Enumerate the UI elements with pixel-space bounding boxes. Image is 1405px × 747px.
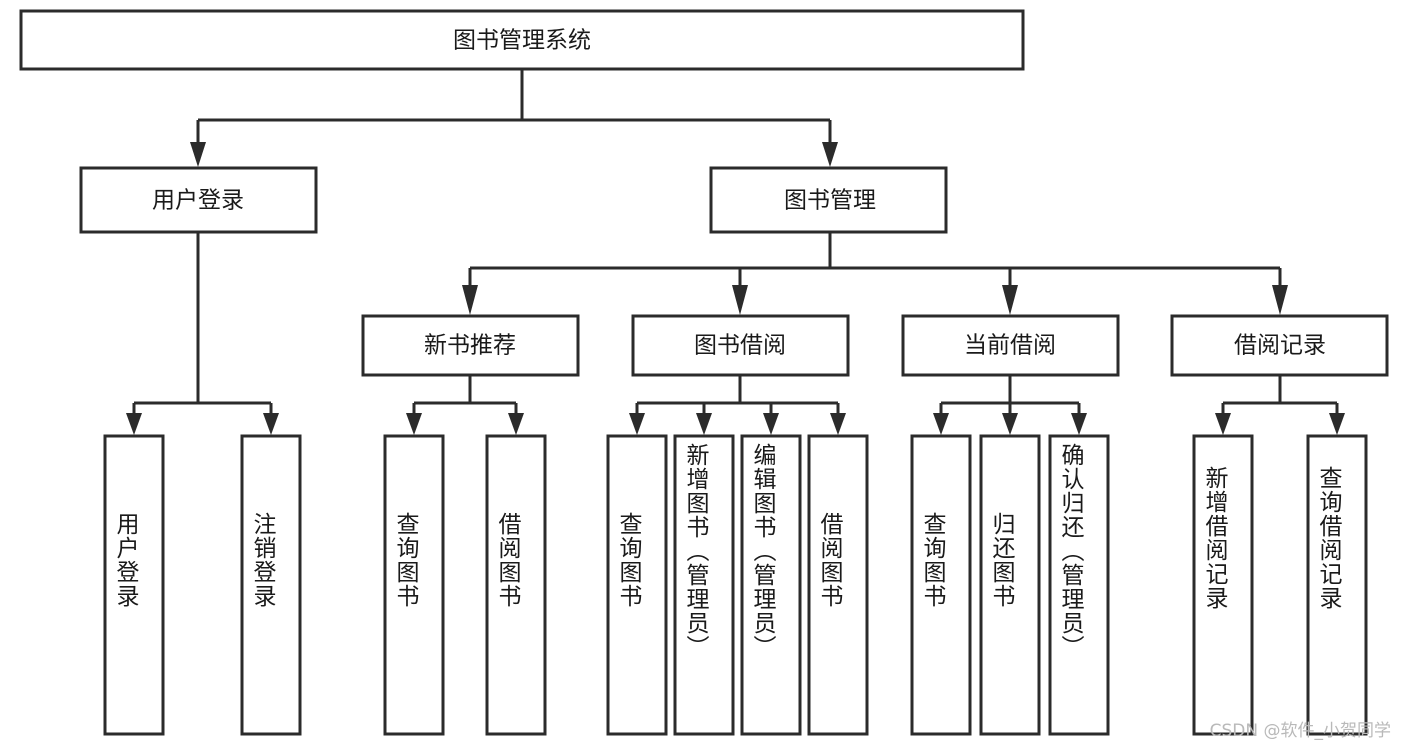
arrow-head-leaf-add-record: [1215, 413, 1231, 435]
arrow-head-current-borrow: [1002, 285, 1018, 315]
node-current-borrow[interactable]: 当前借阅: [901, 314, 1120, 377]
arrow-head-leaf-add-book: [696, 413, 712, 435]
leaf-add-record-box[interactable]: [1192, 434, 1254, 736]
leaf-borrow-book-1[interactable]: 借阅图书: [485, 434, 547, 736]
leaf-edit-book-label: 编辑图书（管理员）: [749, 443, 777, 659]
leaf-add-book-box[interactable]: [673, 434, 735, 736]
node-user-login[interactable]: 用户登录: [79, 166, 318, 234]
node-user-login-label: 用户登录: [152, 188, 244, 214]
arrow-head-new-book-recommend: [462, 285, 478, 315]
leaf-user-login-box[interactable]: [103, 434, 165, 736]
leaf-query-book-2[interactable]: 查询图书: [606, 434, 668, 736]
leaf-edit-book[interactable]: 编辑图书（管理员）: [740, 434, 802, 736]
node-book-manage-label: 图书管理: [784, 188, 876, 214]
arrow-head-leaf-confirm-return: [1071, 413, 1087, 435]
leaf-add-book[interactable]: 新增图书（管理员）: [673, 434, 735, 736]
leaf-logout-login[interactable]: 注销登录: [240, 434, 302, 736]
leaf-query-book-1-box[interactable]: [383, 434, 445, 736]
node-book-borrow-box[interactable]: [631, 314, 850, 377]
arrow-head-leaf-return-book: [1002, 413, 1018, 435]
connector-group-root-to-level2: [190, 69, 838, 167]
node-new-book-recommend-box[interactable]: [361, 314, 580, 377]
arrow-head-leaf-logout-login: [263, 413, 279, 435]
leaf-query-book-1-label: 查询图书: [392, 512, 420, 608]
connector-group-user-login-to-leaves: [126, 232, 279, 435]
arrow-head-leaf-user-login: [126, 413, 142, 435]
leaf-add-record-label: 新增借阅记录: [1201, 466, 1229, 610]
leaf-add-record[interactable]: 新增借阅记录: [1192, 434, 1254, 736]
arrow-head-leaf-query-record: [1329, 413, 1345, 435]
connector-group-new-book-to-leaves: [406, 375, 524, 435]
leaf-query-book-3-label: 查询图书: [919, 512, 947, 608]
connector-group-current-borrow-to-leaves: [933, 375, 1087, 435]
arrow-head-leaf-query-book-3: [933, 413, 949, 435]
arrow-head-leaf-query-book-1: [406, 413, 422, 435]
leaf-borrow-book-1-label: 借阅图书: [494, 512, 522, 608]
leaf-borrow-book-2[interactable]: 借阅图书: [807, 434, 869, 736]
arrow-head-leaf-edit-book: [763, 413, 779, 435]
leaf-logout-login-label: 注销登录: [249, 512, 277, 608]
node-book-borrow-label: 图书借阅: [694, 333, 786, 359]
leaf-confirm-return-label: 确认归还（管理员）: [1057, 443, 1085, 659]
leaf-query-record[interactable]: 查询借阅记录: [1306, 434, 1368, 736]
connector-group-borrow-record-to-leaves: [1215, 375, 1345, 435]
node-borrow-record-label: 借阅记录: [1234, 333, 1326, 359]
leaf-edit-book-box[interactable]: [740, 434, 802, 736]
node-user-login-box[interactable]: [79, 166, 318, 234]
node-book-manage-box[interactable]: [709, 166, 948, 234]
connector-group-book-borrow-to-leaves: [629, 375, 846, 435]
leaf-query-book-2-label: 查询图书: [615, 512, 643, 608]
leaf-user-login[interactable]: 用户登录: [103, 434, 165, 736]
leaf-return-book-label: 归还图书: [988, 512, 1016, 608]
node-new-book-recommend-label: 新书推荐: [424, 333, 516, 359]
node-book-borrow[interactable]: 图书借阅: [631, 314, 850, 377]
leaf-user-login-label: 用户登录: [112, 512, 140, 608]
leaf-query-book-3[interactable]: 查询图书: [910, 434, 972, 736]
leaf-return-book-box[interactable]: [979, 434, 1041, 736]
leaf-logout-login-box[interactable]: [240, 434, 302, 736]
arrow-head-leaf-borrow-book-1: [508, 413, 524, 435]
node-root-label: 图书管理系统: [453, 28, 591, 54]
leaf-query-book-1[interactable]: 查询图书: [383, 434, 445, 736]
leaf-query-book-3-box[interactable]: [910, 434, 972, 736]
arrow-head-user-login: [190, 142, 206, 167]
node-current-borrow-label: 当前借阅: [964, 333, 1056, 359]
leaf-borrow-book-2-box[interactable]: [807, 434, 869, 736]
node-root-box[interactable]: [19, 9, 1025, 71]
leaf-query-book-2-box[interactable]: [606, 434, 668, 736]
node-borrow-record-box[interactable]: [1170, 314, 1389, 377]
arrow-head-book-manage: [822, 142, 838, 167]
arrow-head-leaf-borrow-book-2: [830, 413, 846, 435]
node-root[interactable]: 图书管理系统: [19, 9, 1025, 71]
node-new-book-recommend[interactable]: 新书推荐: [361, 314, 580, 377]
leaf-add-book-label: 新增图书（管理员）: [682, 443, 710, 659]
leaf-confirm-return-box[interactable]: [1048, 434, 1110, 736]
leaf-borrow-book-2-label: 借阅图书: [816, 512, 844, 608]
connector-group-book-manage-to-level3: [462, 232, 1288, 315]
arrow-head-borrow-record: [1272, 285, 1288, 315]
node-borrow-record[interactable]: 借阅记录: [1170, 314, 1389, 377]
leaf-confirm-return[interactable]: 确认归还（管理员）: [1048, 434, 1110, 736]
arrow-head-leaf-query-book-2: [629, 413, 645, 435]
node-current-borrow-box[interactable]: [901, 314, 1120, 377]
leaf-query-record-box[interactable]: [1306, 434, 1368, 736]
leaf-query-record-label: 查询借阅记录: [1315, 466, 1343, 610]
node-book-manage[interactable]: 图书管理: [709, 166, 948, 234]
arrow-head-book-borrow: [732, 285, 748, 315]
leaf-return-book[interactable]: 归还图书: [979, 434, 1041, 736]
leaf-borrow-book-1-box[interactable]: [485, 434, 547, 736]
